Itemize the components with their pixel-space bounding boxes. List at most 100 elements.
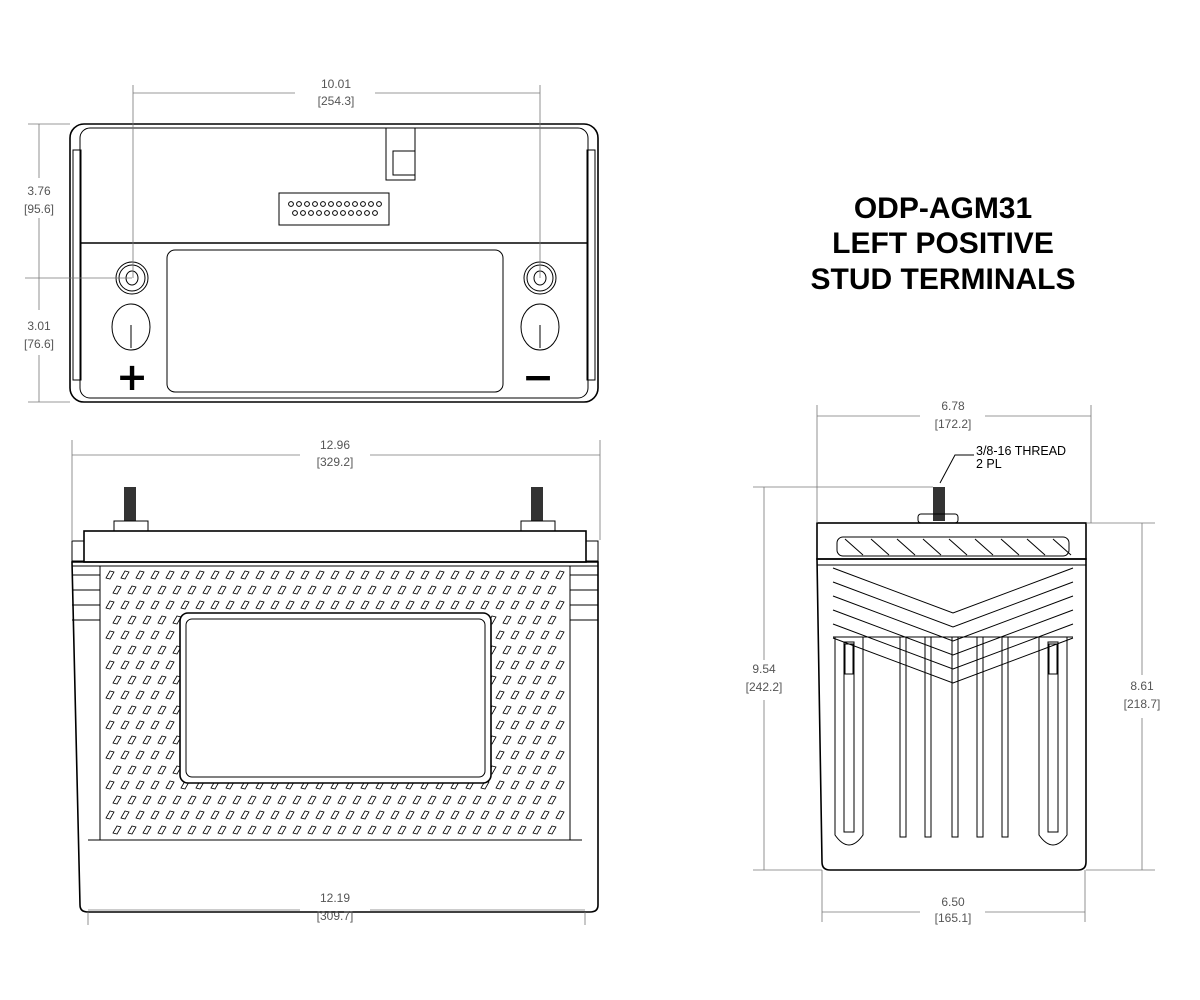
dim-lower-height-mm: [76.6] (24, 337, 54, 351)
diamond-mark (210, 600, 220, 610)
diamond-mark (127, 645, 137, 655)
diamond-mark (202, 825, 212, 835)
diamond-mark (532, 615, 542, 625)
dim-overall-length-in: 12.96 (320, 438, 350, 452)
diamond-mark (517, 795, 527, 805)
diamond-mark (157, 765, 167, 775)
diamond-mark (120, 600, 130, 610)
diamond-mark (202, 795, 212, 805)
diamond-mark (285, 810, 295, 820)
diamond-mark (510, 810, 520, 820)
diamond-mark (547, 765, 557, 775)
positive-stud-thread (124, 487, 136, 521)
diamond-mark (525, 750, 535, 760)
diamond-mark (105, 600, 115, 610)
diamond-mark (112, 645, 122, 655)
post-slot (1047, 641, 1059, 833)
diamond-mark (525, 690, 535, 700)
diamond-mark (112, 705, 122, 715)
diamond-mark (480, 570, 490, 580)
diamond-mark (502, 675, 512, 685)
dim-base-length-mm: [309.7] (317, 909, 354, 923)
dim-overall-width-in: 6.78 (941, 399, 965, 413)
diamond-mark (390, 600, 400, 610)
diamond-mark (427, 795, 437, 805)
diamond-mark (165, 780, 175, 790)
vent-hole (360, 201, 366, 207)
diamond-mark (532, 675, 542, 685)
vent-hole (336, 201, 342, 207)
diamond-mark (495, 720, 505, 730)
diamond-mark (157, 735, 167, 745)
diamond-mark (420, 600, 430, 610)
diamond-mark (135, 690, 145, 700)
diamond-mark (472, 795, 482, 805)
diamond-mark (120, 660, 130, 670)
diamond-mark (525, 780, 535, 790)
diamond-mark (105, 690, 115, 700)
diamond-mark (540, 780, 550, 790)
hatch-line (844, 538, 864, 556)
diamond-mark (517, 735, 527, 745)
vent-hole (356, 210, 362, 216)
diamond-mark (165, 570, 175, 580)
chevron (832, 637, 1074, 684)
diamond-mark (547, 585, 557, 595)
diamond-mark (435, 570, 445, 580)
diamond-mark (367, 825, 377, 835)
dim-overall-height-mm: [242.2] (746, 680, 783, 694)
diamond-mark (112, 675, 122, 685)
diamond-mark (157, 825, 167, 835)
diamond-mark (525, 720, 535, 730)
diamond-mark (442, 585, 452, 595)
diamond-mark (232, 795, 242, 805)
diamond-mark (495, 750, 505, 760)
vent-hole (312, 201, 318, 207)
diamond-mark (540, 630, 550, 640)
thread-leader (939, 454, 974, 484)
diamond-mark (142, 795, 152, 805)
diamond-mark (120, 750, 130, 760)
diamond-mark (247, 825, 257, 835)
diamond-mark (472, 825, 482, 835)
diamond-mark (307, 825, 317, 835)
title-line-2: LEFT POSITIVE (832, 227, 1054, 260)
diamond-mark (555, 750, 565, 760)
diamond-mark (217, 795, 227, 805)
label-area (166, 249, 504, 393)
diamond-mark (247, 795, 257, 805)
tab-slot (392, 150, 416, 176)
diamond-mark (105, 750, 115, 760)
diamond-mark (112, 585, 122, 595)
vent-hole (292, 210, 298, 216)
diamond-mark (525, 600, 535, 610)
diamond-mark (180, 570, 190, 580)
diamond-mark (510, 780, 520, 790)
model-name: ODP-AGM31 (854, 192, 1032, 225)
diamond-mark (135, 600, 145, 610)
negative-post-boss (520, 303, 560, 351)
diamond-mark (120, 570, 130, 580)
diamond-mark (127, 615, 137, 625)
stud-base (520, 520, 556, 532)
diamond-mark (165, 600, 175, 610)
diamond-mark (285, 600, 295, 610)
chevron (832, 567, 1074, 614)
chevron (832, 581, 1074, 628)
diamond-mark (540, 660, 550, 670)
diamond-mark (352, 795, 362, 805)
diamond-mark (502, 825, 512, 835)
diamond-mark (240, 600, 250, 610)
diamond-mark (157, 705, 167, 715)
diamond-mark (120, 780, 130, 790)
diamond-mark (435, 810, 445, 820)
diamond-mark (532, 765, 542, 775)
diamond-mark (277, 585, 287, 595)
stud-base (113, 520, 149, 532)
dim-overall-height-in: 9.54 (752, 662, 776, 676)
diamond-mark (255, 600, 265, 610)
hatch-line (1000, 538, 1020, 556)
diamond-mark (150, 810, 160, 820)
diamond-mark (442, 825, 452, 835)
